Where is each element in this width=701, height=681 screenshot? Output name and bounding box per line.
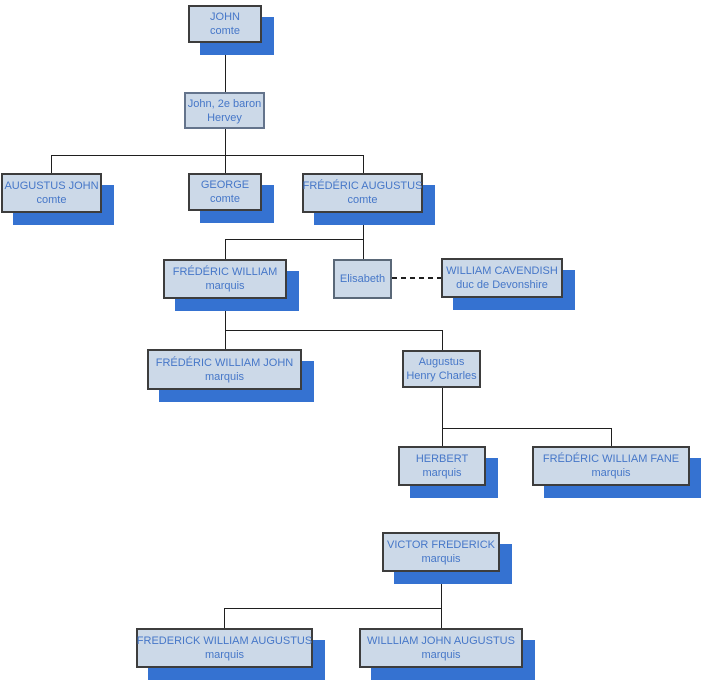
node-name: FRÉDÉRIC AUGUSTUS bbox=[302, 180, 423, 192]
node-elisabeth: Elisabeth bbox=[333, 259, 392, 299]
node-william-cavendish: WILLIAM CAVENDISH duc de Devonshire bbox=[441, 258, 563, 298]
connector-bus5-to-willliam-john-augustus bbox=[441, 608, 442, 628]
node-name: AUGUSTUS JOHN bbox=[4, 180, 99, 192]
node-name: FRÉDÉRIC WILLIAM JOHN bbox=[155, 356, 294, 369]
connector-elisabeth-to-cavendish-marriage bbox=[392, 277, 441, 279]
node-willliam-john-augustus: WILLLIAM JOHN AUGUSTUS marquis bbox=[359, 628, 523, 668]
node-herbert: HERBERT marquis bbox=[398, 446, 486, 486]
node-title: comte bbox=[36, 194, 67, 206]
connector-bus5 bbox=[224, 608, 442, 609]
node-name: VICTOR FREDERICK bbox=[387, 539, 495, 551]
connector-bus1-to-augustus-john bbox=[51, 155, 52, 173]
node-augustus-john: AUGUSTUS JOHN comte bbox=[1, 173, 102, 213]
node-george: GEORGE comte bbox=[188, 173, 262, 211]
connector-bus2-to-elisabeth bbox=[363, 239, 364, 259]
node-title: marquis bbox=[205, 280, 245, 292]
node-frederick-william-augustus: FREDERICK WILLIAM AUGUSTUS marquis bbox=[136, 628, 313, 668]
node-name: Elisabeth bbox=[339, 273, 386, 285]
node-name: GEORGE bbox=[200, 179, 250, 191]
connector-victor-frederick-to-bus5 bbox=[441, 572, 442, 608]
node-name: WILLIAM CAVENDISH bbox=[446, 265, 558, 277]
connector-bus1-to-george bbox=[225, 155, 226, 173]
connector-bus1 bbox=[51, 155, 363, 156]
connector-frederic-augustus-to-bus2 bbox=[363, 213, 364, 239]
connector-frederic-william-to-bus3 bbox=[225, 299, 226, 330]
node-name: John, 2e baron bbox=[187, 97, 262, 110]
connector-bus1-to-frederic-augustus bbox=[363, 155, 364, 173]
connector-bus4 bbox=[442, 428, 611, 429]
node-name: Augustus bbox=[418, 356, 465, 368]
connector-john-to-hervey bbox=[225, 43, 226, 92]
node-title: marquis bbox=[591, 467, 631, 479]
node-title: marquis bbox=[422, 467, 462, 479]
connector-bus3-to-frederic-william-john bbox=[225, 330, 226, 349]
node-frederic-william: FRÉDÉRIC WILLIAM marquis bbox=[163, 259, 287, 299]
connector-bus5-to-frederick-william-augustus bbox=[224, 608, 225, 628]
node-name: FRÉDÉRIC WILLIAM bbox=[172, 266, 278, 278]
connector-bus4-to-herbert bbox=[442, 428, 443, 446]
connector-bus2 bbox=[225, 239, 363, 240]
node-frederic-william-fane: FRÉDÉRIC WILLIAM FANE marquis bbox=[532, 446, 690, 486]
node-title: marquis bbox=[204, 649, 245, 661]
node-name: HERBERT bbox=[415, 453, 469, 465]
node-john: JOHN comte bbox=[188, 5, 262, 43]
node-title: marquis bbox=[421, 649, 461, 661]
node-title: marquis bbox=[204, 370, 245, 383]
node-frederic-augustus: FRÉDÉRIC AUGUSTUS comte bbox=[302, 173, 423, 213]
node-title: comte bbox=[347, 194, 378, 206]
connector-bus3-to-augustus-henry-charles bbox=[442, 330, 443, 350]
connector-bus4-to-frederic-william-fane bbox=[611, 428, 612, 446]
node-name: JOHN bbox=[210, 11, 240, 23]
node-name: FRÉDÉRIC WILLIAM FANE bbox=[542, 453, 680, 465]
node-title: marquis bbox=[421, 553, 461, 565]
node-title: comte bbox=[210, 25, 240, 37]
node-title: duc de Devonshire bbox=[456, 279, 548, 291]
node-name: FREDERICK WILLIAM AUGUSTUS bbox=[136, 635, 313, 647]
node-title: Henry Charles bbox=[406, 370, 477, 382]
node-victor-frederick: VICTOR FREDERICK marquis bbox=[382, 532, 500, 572]
connector-augustus-henry-charles-to-bus4 bbox=[442, 388, 443, 428]
connector-bus3 bbox=[225, 330, 442, 331]
node-title: comte bbox=[210, 193, 240, 205]
node-name: WILLLIAM JOHN AUGUSTUS bbox=[367, 635, 515, 647]
connector-bus2-to-frederic-william bbox=[225, 239, 226, 259]
node-title: Hervey bbox=[207, 111, 242, 124]
connector-hervey-to-bus1 bbox=[225, 129, 226, 155]
